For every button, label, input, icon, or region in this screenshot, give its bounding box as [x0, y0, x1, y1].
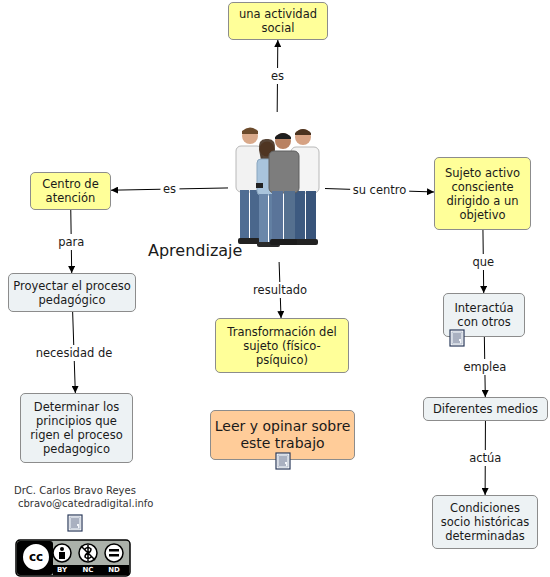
concept-box: Interactúa con otros	[443, 293, 525, 337]
nd-symbol	[109, 554, 119, 557]
concept-text: Transformación del sujeto (físico-psíqui…	[219, 325, 345, 367]
license-text: BY	[57, 567, 67, 574]
hair	[242, 128, 258, 135]
badge-frame	[16, 540, 130, 576]
concept-text: Condiciones socio históricas determinada…	[436, 501, 534, 543]
concept-text: Aprendizaje	[148, 241, 242, 261]
concept-text: Proyectar el proceso pedagógico	[12, 279, 132, 307]
concept-box: Condiciones socio históricas determinada…	[432, 495, 538, 549]
shoes	[270, 239, 297, 245]
people-illustration	[236, 128, 319, 248]
jeans	[250, 190, 259, 240]
concept-text: una actividad social	[232, 7, 324, 35]
jeans	[284, 191, 295, 241]
shirt	[269, 151, 299, 193]
concept-text: Sujeto activo consciente dirigido a un o…	[438, 166, 527, 222]
linking-phrase: necesidad de	[33, 345, 116, 361]
license-text: NC	[83, 567, 94, 574]
concept-box: Proyectar el proceso pedagógico	[8, 273, 136, 312]
concept-text: Centro de atención	[34, 177, 107, 205]
jeans	[240, 190, 249, 240]
linking-phrase: que	[469, 254, 497, 270]
jeans	[259, 194, 268, 244]
linking-phrase: su centro	[350, 182, 410, 198]
concept-box: una actividad social	[228, 2, 328, 40]
author-credit: DrC. Carlos Bravo Reyes	[14, 486, 136, 496]
head	[242, 128, 258, 144]
linking-phrase: para	[55, 234, 87, 250]
by-symbol	[53, 544, 71, 562]
linking-phrase: es	[268, 68, 287, 84]
hair	[295, 129, 311, 135]
concept-text: Diferentes medios	[433, 402, 538, 416]
by-symbol	[59, 552, 65, 559]
concept-text: Leer y opinar sobre este trabajo	[214, 418, 351, 452]
license-text: cc	[29, 551, 43, 563]
concept-box: Determinar los principios que rigen el p…	[20, 393, 133, 463]
author-credit: cbravo@catedradigital.info	[18, 499, 153, 509]
nc-symbol	[79, 544, 97, 562]
jeans	[272, 191, 283, 241]
nd-symbol	[109, 549, 119, 552]
camera	[256, 183, 263, 188]
license-badge	[16, 540, 130, 576]
head	[295, 129, 311, 145]
nd-symbol	[105, 544, 123, 562]
hair	[275, 133, 291, 139]
license-text: ND	[108, 567, 120, 574]
nc-symbol	[81, 545, 95, 561]
linking-phrase: emplea	[460, 359, 509, 375]
jeans	[295, 191, 305, 241]
document-icon	[68, 515, 82, 531]
concept-box: Diferentes medios	[423, 397, 548, 421]
concept-box: Sujeto activo consciente dirigido a un o…	[434, 157, 531, 230]
concept-box: Leer y opinar sobre este trabajo	[210, 410, 355, 460]
badge-band	[53, 565, 129, 575]
badge-left	[17, 541, 53, 575]
linking-phrase: es	[160, 181, 179, 197]
concept-text: Interactúa con otros	[447, 301, 521, 329]
linking-phrase: actúa	[466, 450, 504, 466]
document-icon	[450, 330, 464, 346]
by-symbol	[60, 547, 64, 551]
jeans	[306, 191, 316, 241]
document-icon	[276, 453, 290, 469]
concept-box: Centro de atención	[30, 172, 111, 210]
linking-phrase: resultado	[250, 282, 310, 298]
concept-text: Determinar los principios que rigen el p…	[24, 400, 129, 456]
cc-circle	[22, 543, 50, 571]
head	[275, 133, 291, 149]
concept-box: Transformación del sujeto (físico-psíqui…	[215, 318, 349, 373]
central-concept: Aprendizaje	[228, 112, 325, 262]
